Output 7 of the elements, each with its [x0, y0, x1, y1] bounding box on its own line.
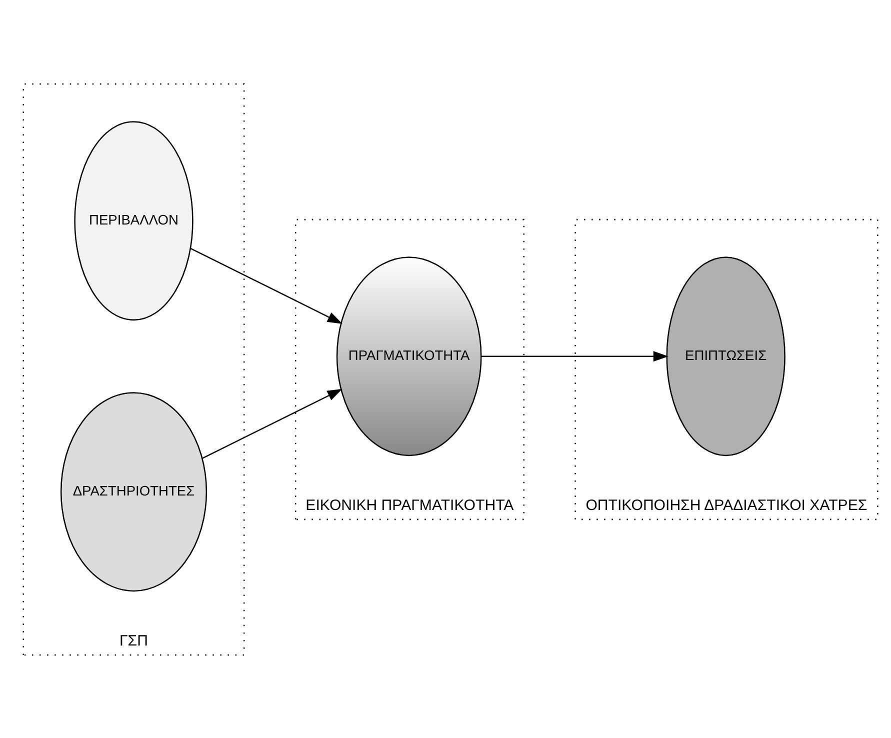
- arrow: [202, 388, 342, 458]
- node-ellipse: ΠΕΡΙΒΑΛΛΟΝ: [74, 120, 194, 320]
- arrow: [190, 247, 342, 324]
- arrow: [481, 350, 668, 362]
- node-ellipse: ΔΡΑΣΤΗΡΙΟΤΗΤΕΣ: [60, 392, 208, 592]
- node-ellipse: ΠΡΑΓΜΑΤΙΚΟΤΗΤΑ: [336, 256, 482, 456]
- node-ellipse: ΕΠΙΠΤΩΣΕΙΣ: [666, 256, 786, 456]
